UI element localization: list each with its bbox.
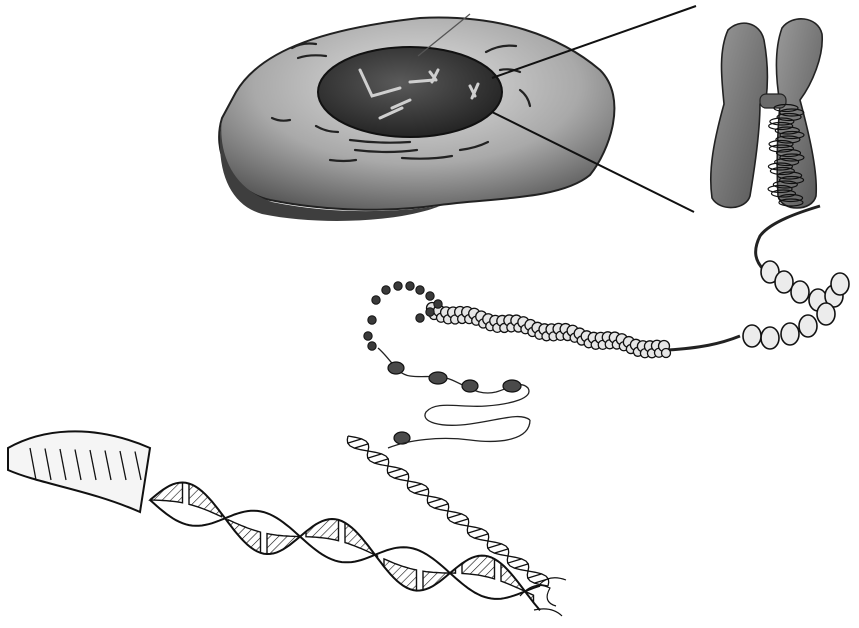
small-helix-rung — [374, 459, 388, 463]
nucleosome-bead — [372, 296, 380, 304]
solenoid-bead — [662, 349, 671, 358]
fiber-loop — [817, 303, 835, 325]
nucleosome-bead — [426, 308, 434, 316]
chromosome-illustration — [711, 19, 822, 208]
bead-loop — [364, 282, 442, 350]
fiber-thread-upper — [756, 206, 820, 270]
helix-ribbon-segment — [267, 534, 300, 554]
nucleosome-bead — [434, 300, 442, 308]
nucleosome-bead — [368, 342, 376, 350]
nucleosome-bead — [394, 282, 402, 290]
small-helix-rung — [434, 504, 448, 508]
centromere — [760, 94, 786, 108]
nucleosome-bead — [426, 292, 434, 300]
small-helix-rung — [474, 534, 488, 538]
nucleosome-bead — [416, 314, 424, 322]
small-helix-rung — [514, 564, 528, 568]
fiber-loop — [775, 271, 793, 293]
helix-strand — [150, 500, 540, 599]
cell-illustration — [219, 14, 614, 221]
small-helix-rung — [488, 544, 502, 548]
small-helix-rung — [494, 549, 508, 553]
small-helix-rung — [448, 514, 462, 518]
small-helix-rung — [368, 454, 382, 458]
linker-dna — [388, 420, 530, 448]
nucleosome-bead — [406, 282, 414, 290]
helix-ribbon-segment — [462, 556, 495, 579]
small-helix-rung — [508, 559, 522, 563]
helix-ribbons — [150, 483, 534, 603]
chromosome-left-arm — [711, 23, 768, 207]
nucleosome-bead — [416, 286, 424, 294]
helix-ribbon-segment — [189, 484, 222, 517]
small-helix-rung — [348, 439, 362, 443]
small-helix-rung — [428, 499, 442, 503]
small-helix-rung — [408, 484, 422, 488]
small-helix — [347, 436, 548, 586]
dna-double-helix — [8, 431, 566, 616]
fiber-loop — [831, 273, 849, 295]
helix-ribbon-segment — [345, 523, 378, 558]
fiber-loop — [781, 323, 799, 345]
small-helix-rung — [414, 489, 428, 493]
nucleosome-bead — [364, 332, 372, 340]
fiber-loop — [799, 315, 817, 337]
small-helix-rung — [454, 519, 468, 523]
fiber-thread-to-solenoid — [668, 336, 740, 350]
fiber-loop — [791, 281, 809, 303]
solenoid-fiber — [427, 303, 671, 358]
nucleosome-beads — [388, 362, 521, 444]
small-helix-rung — [468, 529, 482, 533]
nucleosome-bead — [368, 316, 376, 324]
fiber-loop — [761, 327, 779, 349]
fiber-loop — [743, 325, 761, 347]
nucleosome-bead — [382, 286, 390, 294]
small-helix-strand — [347, 436, 548, 586]
small-helix-rung — [354, 444, 368, 448]
helix-ribbon-segment — [423, 569, 456, 591]
small-helix-rung — [394, 474, 408, 478]
helix-end-fray — [520, 578, 566, 616]
helix-ribbon-segment — [228, 520, 261, 553]
small-helix-rung — [388, 469, 402, 473]
fiber-loops — [743, 261, 849, 349]
helix-ribbon-segment — [306, 519, 339, 541]
small-helix-rung — [528, 574, 542, 578]
helix-ribbon-segment — [150, 483, 183, 503]
chromatin-fiber-illustration — [427, 206, 850, 358]
helix-ribbon-segment — [384, 559, 417, 591]
